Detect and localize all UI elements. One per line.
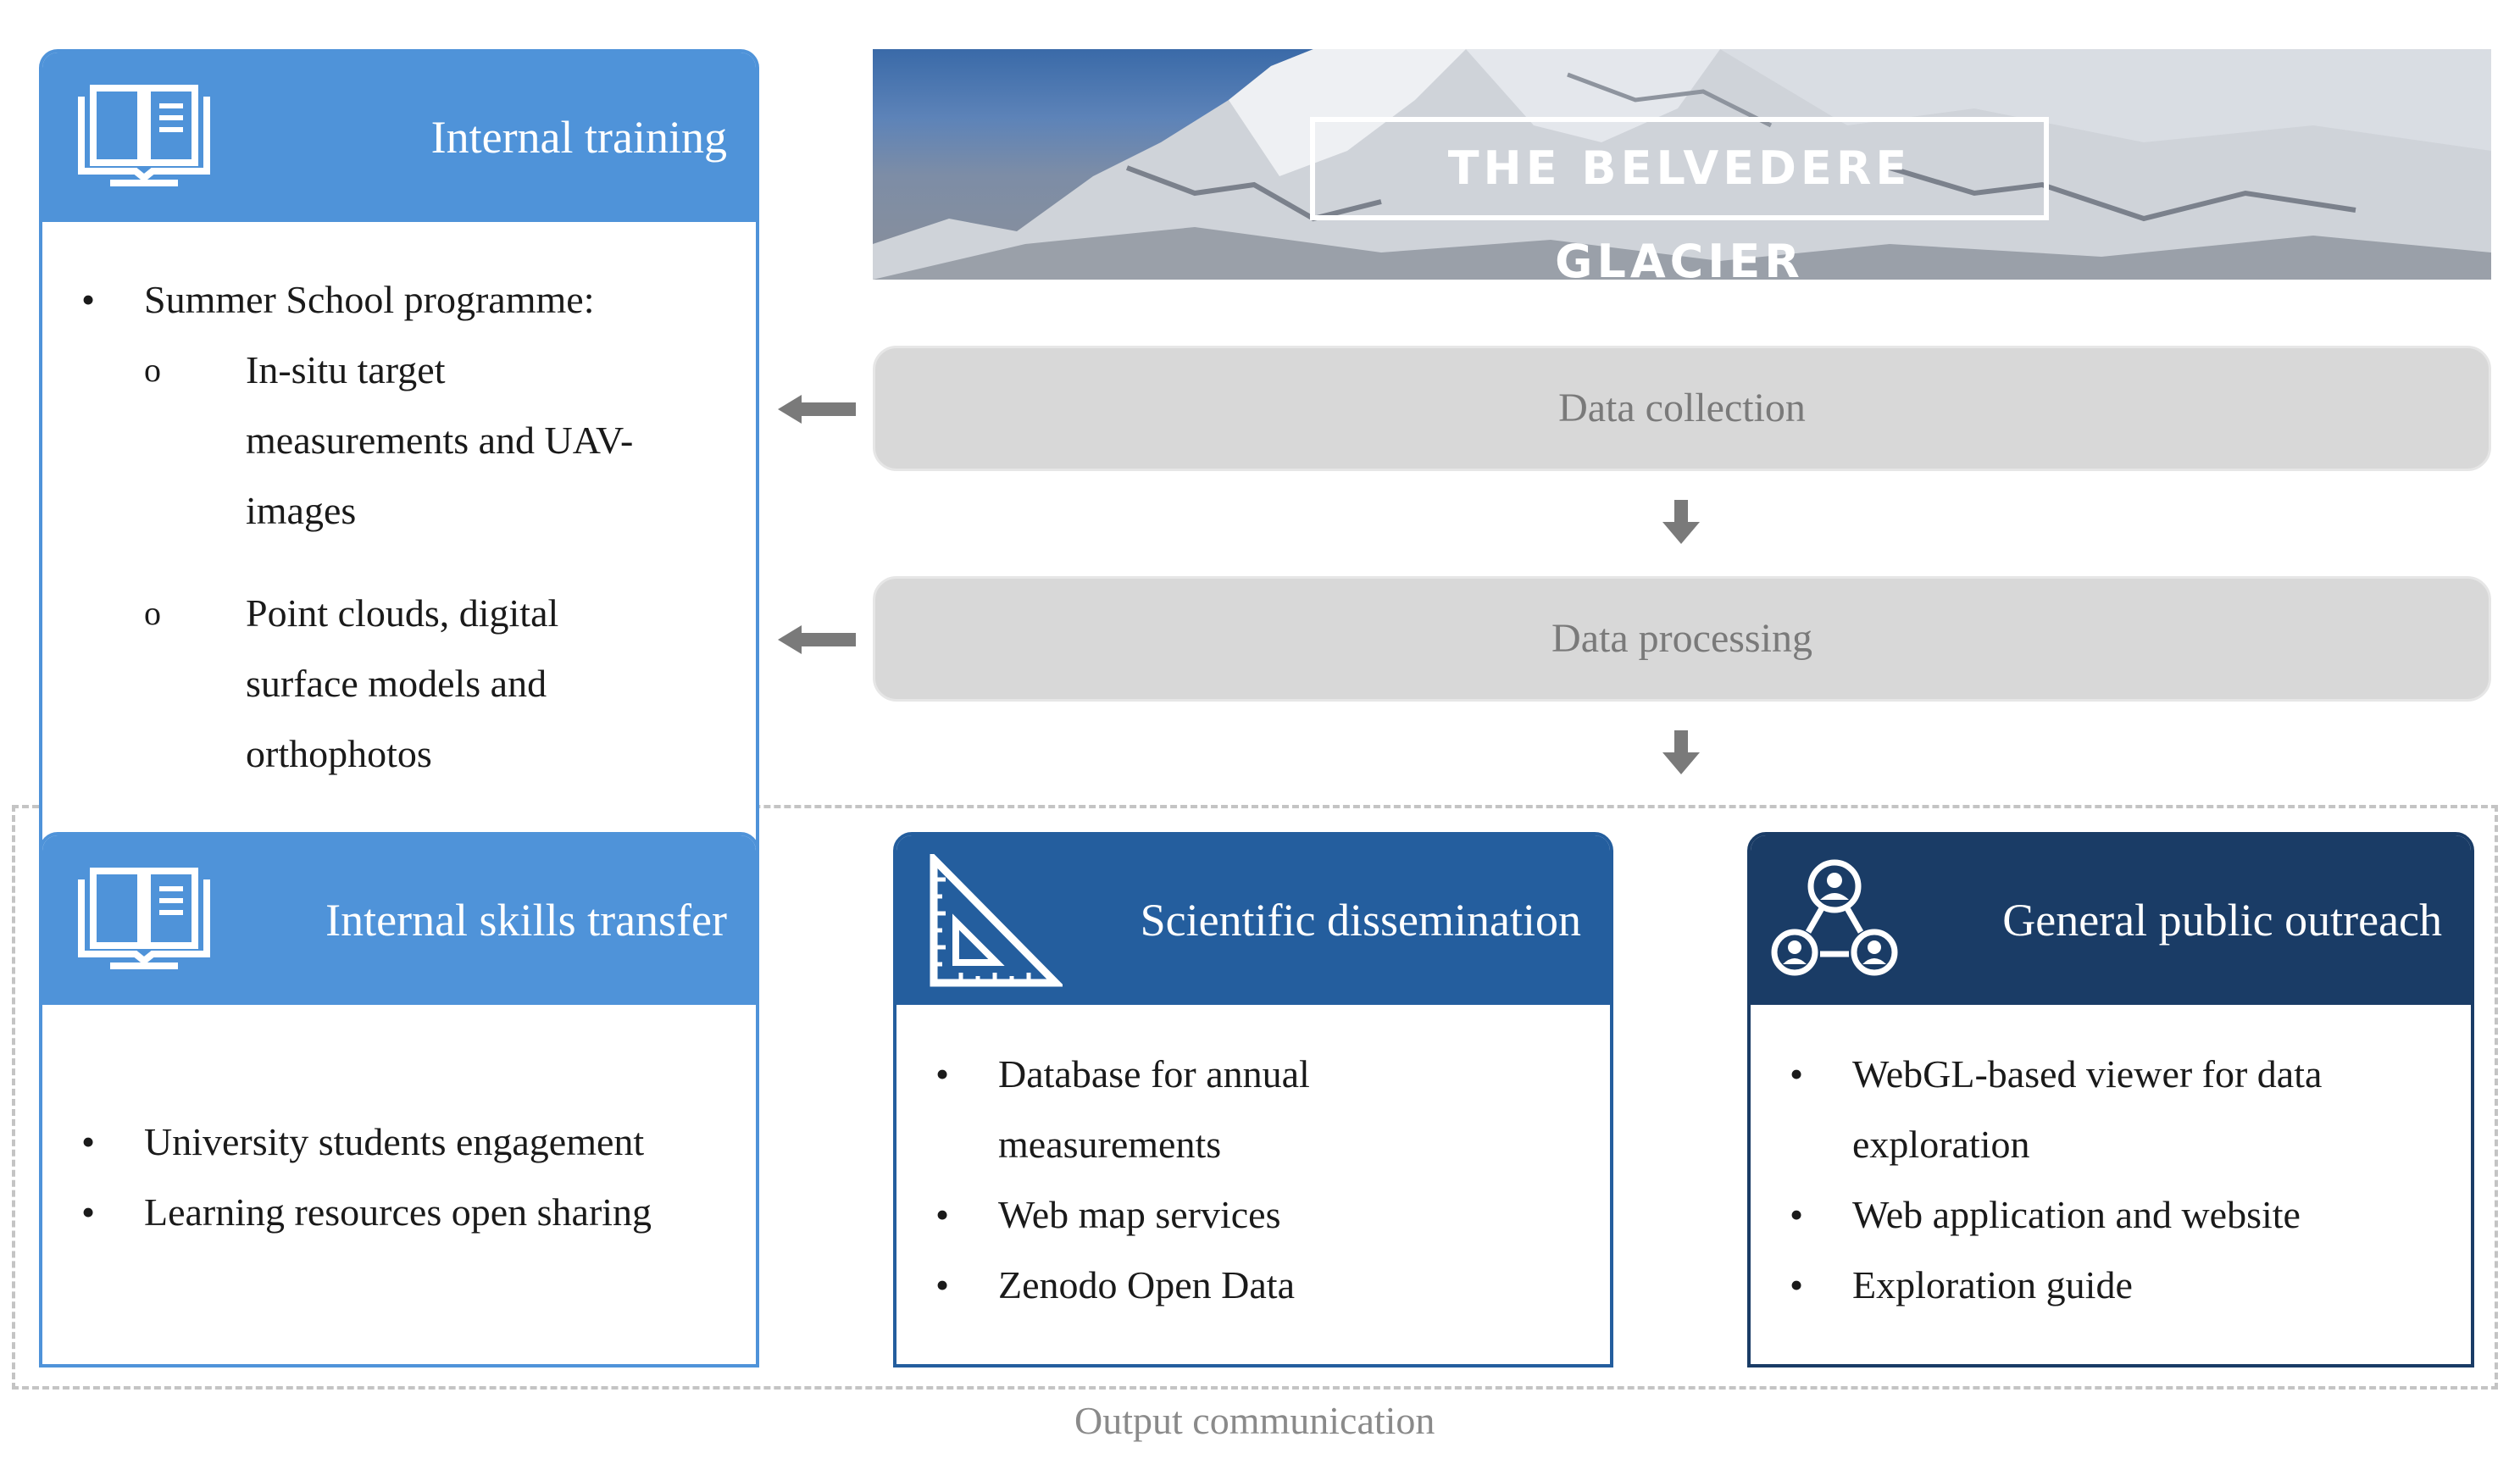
list-item: • Summer School programme: o In-situ tar… <box>42 264 737 789</box>
arrow-left-icon <box>778 625 856 654</box>
output-communication-frame <box>12 805 2498 1390</box>
list-item: •Zenodo Open Data <box>935 1263 1295 1306</box>
list-item: •Web application and website <box>1790 1193 2301 1236</box>
public-outreach-title: General public outreach <box>2002 895 2442 946</box>
list-item: •Exploration guide <box>1790 1263 2133 1306</box>
public-outreach-header: General public outreach <box>1751 835 2471 1005</box>
internal-training-list: • Summer School programme: o In-situ tar… <box>42 264 737 789</box>
internal-training-title: Internal training <box>430 112 727 163</box>
internal-skills-header: Internal skills transfer <box>42 835 756 1005</box>
internal-training-panel: Internal training • Summer School progra… <box>39 49 759 852</box>
scientific-dissemination-title: Scientific dissemination <box>1140 895 1581 946</box>
book-icon <box>78 85 210 186</box>
sub-list-item: o In-situ target measurements and UAV- i… <box>144 348 634 532</box>
glacier-banner: THE BELVEDERE GLACIER <box>873 49 2491 280</box>
output-communication-caption: Output communication <box>1074 1399 1435 1442</box>
arrow-down-icon <box>1662 500 1700 544</box>
people-network-icon <box>1771 859 1898 976</box>
mountain-image <box>873 49 2491 280</box>
internal-skills-list: •University students engagement •Learnin… <box>42 1107 754 1247</box>
scientific-dissemination-header: Scientific dissemination <box>896 835 1610 1005</box>
arrow-down-icon <box>1662 730 1700 774</box>
data-processing-box: Data processing <box>873 576 2491 702</box>
arrow-left-icon <box>778 395 856 424</box>
public-outreach-panel: General public outreach •WebGL-based vie… <box>1747 832 2474 1367</box>
scientific-dissemination-panel: Scientific dissemination •Database for a… <box>893 832 1613 1367</box>
internal-skills-panel: Internal skills transfer •University stu… <box>39 832 759 1367</box>
set-square-icon <box>930 854 1063 987</box>
sub-list-item: o Point clouds, digital surface models a… <box>144 591 559 775</box>
internal-skills-title: Internal skills transfer <box>325 895 727 946</box>
data-collection-box: Data collection <box>873 346 2491 471</box>
book-icon <box>78 868 210 969</box>
banner-title: THE BELVEDERE GLACIER <box>1310 117 2049 280</box>
internal-training-header: Internal training <box>42 53 756 222</box>
list-item: •Web map services <box>935 1193 1281 1236</box>
list-item: •University students engagement <box>81 1120 645 1163</box>
list-item: •Learning resources open sharing <box>81 1190 652 1234</box>
